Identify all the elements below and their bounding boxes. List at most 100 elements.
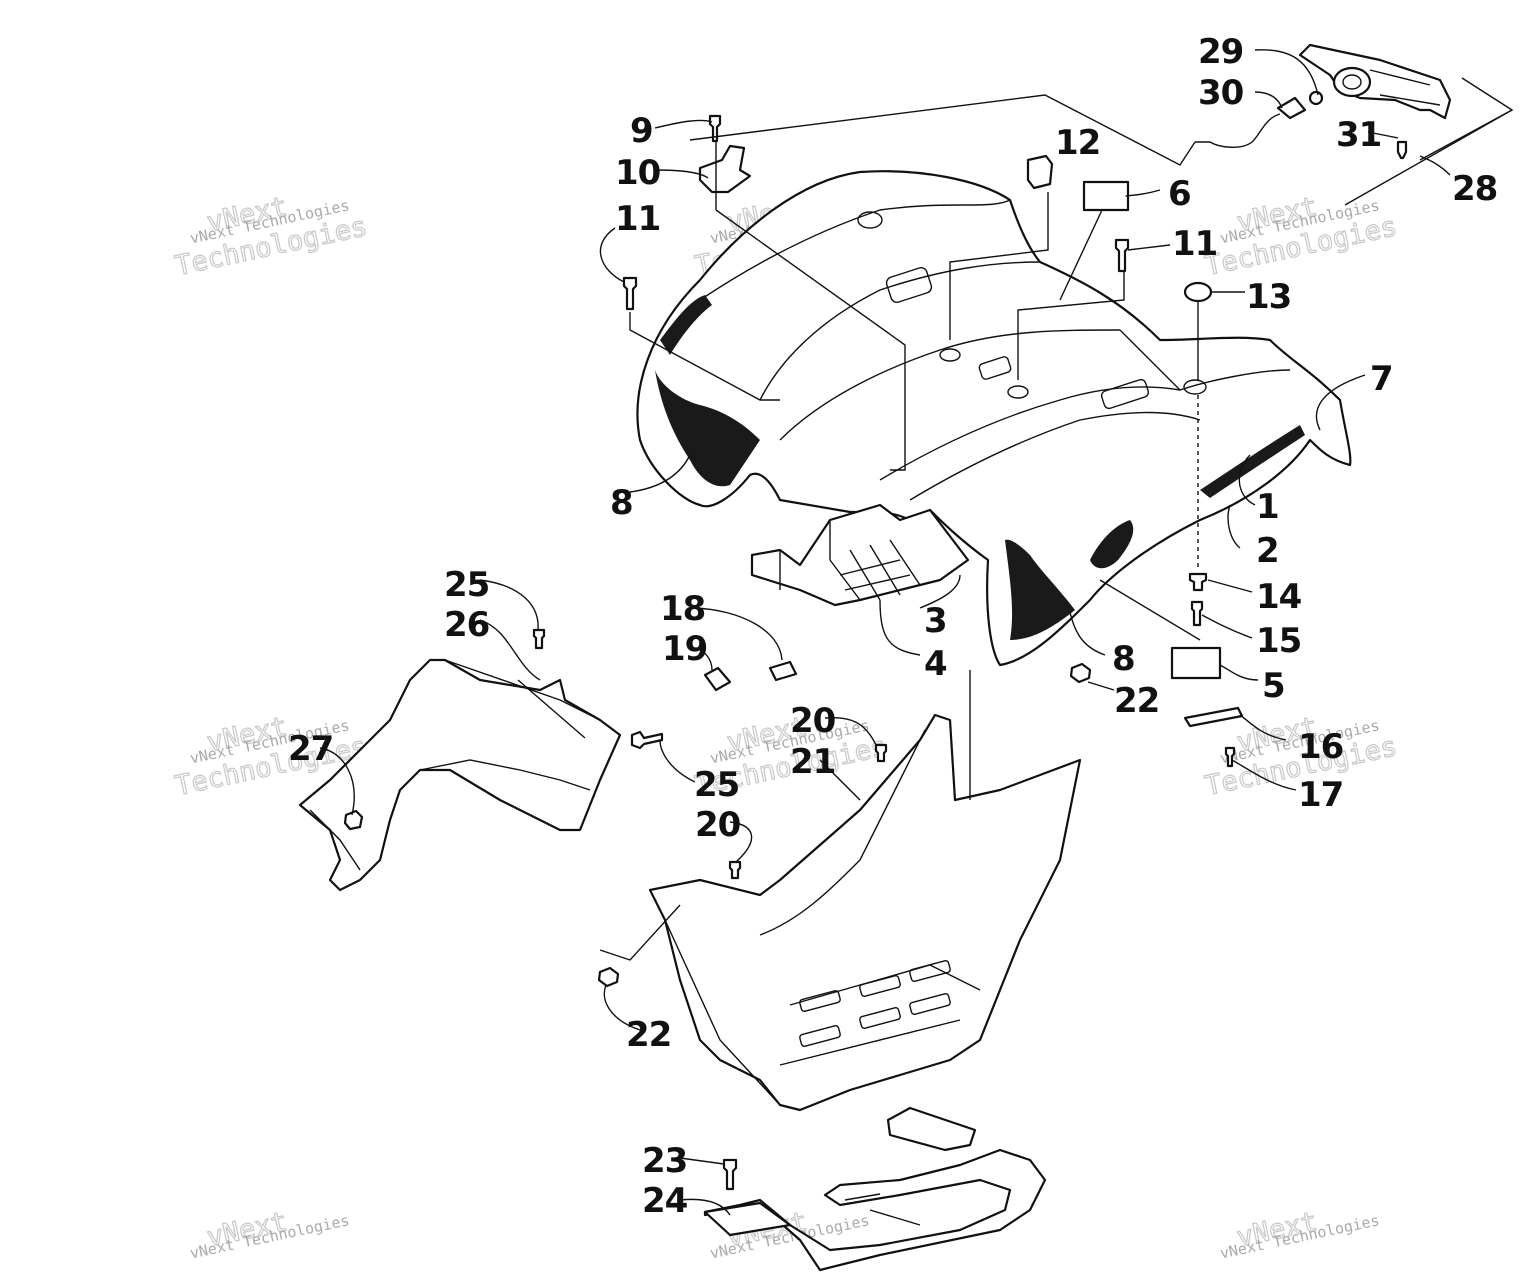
screw-15 xyxy=(1190,600,1204,627)
callout-13: 13 xyxy=(1246,277,1291,317)
footpeg-tread xyxy=(799,960,951,1047)
rack-slot xyxy=(869,1209,921,1226)
decal-right xyxy=(1005,539,1075,640)
clip-19 xyxy=(703,666,732,692)
bolt-23 xyxy=(722,1158,738,1191)
fender-contour xyxy=(909,411,1201,501)
screw-20-lower xyxy=(728,860,742,880)
callout-7: 7 xyxy=(1370,359,1393,399)
grommet-hole xyxy=(939,348,961,362)
callout-22-upper: 22 xyxy=(1114,681,1159,721)
rivet-14 xyxy=(1188,572,1208,592)
screw-25-lower xyxy=(630,730,664,750)
taillight-assembly xyxy=(1195,43,1452,160)
watermark-7: vNext vNext Technologies xyxy=(188,1206,351,1263)
rack-slot xyxy=(844,1193,881,1201)
bracket-10 xyxy=(698,144,752,194)
callout-3: 3 xyxy=(924,601,947,641)
hardware xyxy=(343,114,1244,1191)
screw-17 xyxy=(1224,746,1236,768)
screw-11-right xyxy=(1114,238,1130,273)
callout-25-lower: 25 xyxy=(694,765,739,805)
callout-20-upper: 20 xyxy=(790,701,836,741)
fender-contour xyxy=(1119,329,1291,391)
callout-14: 14 xyxy=(1256,577,1302,617)
footwell-rail xyxy=(759,729,926,936)
screw-11-left xyxy=(622,276,638,311)
plug-12 xyxy=(1026,154,1054,190)
grommet-hole xyxy=(1183,379,1207,395)
watermark-9: vNext vNext Technologies xyxy=(1218,1206,1381,1263)
callout-11-right: 11 xyxy=(1172,224,1217,264)
callout-27: 27 xyxy=(288,729,333,769)
splash-panel-flange xyxy=(444,659,601,721)
callout-5: 5 xyxy=(1262,666,1285,706)
strap-16 xyxy=(1183,706,1244,728)
rack-frame xyxy=(703,1148,1047,1272)
callout-17: 17 xyxy=(1298,775,1343,815)
footwell-assembly xyxy=(648,713,1082,1112)
callout-26: 26 xyxy=(444,605,489,645)
callout-8-right: 8 xyxy=(1112,639,1135,679)
storage-box xyxy=(750,503,970,607)
callout-30: 30 xyxy=(1198,73,1244,113)
callout-6: 6 xyxy=(1168,174,1191,214)
callout-22-lower: 22 xyxy=(626,1015,671,1055)
grommet-hole xyxy=(857,211,883,229)
splash-panel-flange xyxy=(419,759,591,791)
callout-10: 10 xyxy=(615,153,661,193)
watermark-1: vNext vNext Technologies Technologies xyxy=(172,191,370,283)
callout-29: 29 xyxy=(1198,32,1243,72)
fender-contour xyxy=(779,329,1121,441)
screw-9 xyxy=(708,114,722,143)
grommet-hole xyxy=(1007,385,1029,399)
callout-24: 24 xyxy=(642,1181,688,1221)
footwell-edge xyxy=(664,919,781,1106)
callout-18: 18 xyxy=(660,589,705,629)
callout-16: 16 xyxy=(1298,727,1343,767)
callout-28: 28 xyxy=(1452,169,1497,209)
footwell xyxy=(648,713,1082,1112)
taillight-housing xyxy=(1298,43,1452,120)
callout-1: 1 xyxy=(1256,487,1279,527)
rack-slot xyxy=(978,356,1012,380)
warning-label-6 xyxy=(1082,180,1130,212)
rack-bracket xyxy=(886,1106,977,1152)
callout-4: 4 xyxy=(924,644,947,684)
splash-panel xyxy=(298,658,622,892)
screw-25-upper xyxy=(532,628,546,650)
decal-logo-right xyxy=(1090,520,1134,569)
callouts: 1 2 3 4 5 6 7 8 8 9 10 11 11 12 13 14 15… xyxy=(288,32,1498,1221)
leader-lines xyxy=(319,49,1514,1216)
socket xyxy=(1276,96,1307,120)
grommet-13 xyxy=(1183,281,1213,303)
screw-31 xyxy=(1396,140,1408,160)
storage-box-grid xyxy=(829,539,921,601)
callout-31: 31 xyxy=(1336,115,1381,155)
rack-slot xyxy=(1100,378,1150,410)
bulb xyxy=(1308,90,1324,106)
rear-fender-assembly xyxy=(636,170,1352,667)
nut-22-upper xyxy=(1069,662,1092,684)
rack-slot xyxy=(885,267,933,303)
splash-panel-body xyxy=(298,658,622,892)
callout-9: 9 xyxy=(630,111,653,151)
taillight-ridge xyxy=(1369,69,1441,106)
storage-box-edge xyxy=(779,520,831,590)
callout-8-left: 8 xyxy=(610,483,633,523)
callout-23: 23 xyxy=(642,1141,687,1181)
wire-harness xyxy=(1195,113,1281,148)
clip-27 xyxy=(343,809,364,831)
splash-panel-flange xyxy=(309,809,361,871)
decal-left xyxy=(655,370,760,487)
callout-11-left: 11 xyxy=(615,199,660,239)
callout-25-upper: 25 xyxy=(444,565,489,605)
rear-rack xyxy=(703,1106,1047,1272)
clip-18 xyxy=(768,660,798,682)
screw-20-upper xyxy=(874,743,888,763)
fender-contour xyxy=(879,386,1181,481)
warning-label-5 xyxy=(1170,646,1222,680)
callout-20-lower: 20 xyxy=(695,805,741,845)
